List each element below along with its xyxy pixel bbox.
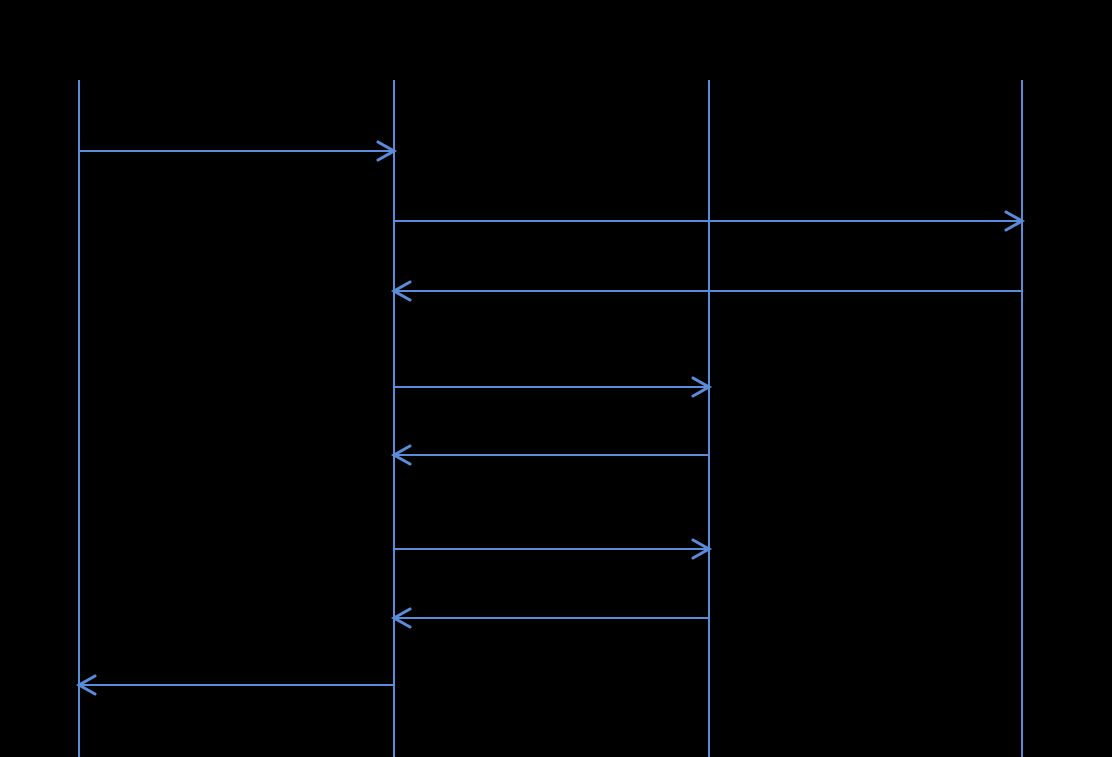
message-arrowhead-7 (390, 607, 412, 629)
message-arrowhead-4 (691, 376, 713, 398)
message-6 (394, 538, 713, 560)
message-3 (390, 280, 1022, 302)
message-5 (390, 444, 709, 466)
message-arrowhead-5 (390, 444, 412, 466)
message-arrowhead-1 (376, 140, 398, 162)
message-7 (390, 607, 709, 629)
message-arrowhead-8 (75, 674, 97, 696)
message-4 (394, 376, 713, 398)
lifelines-group (77, 80, 1024, 757)
message-arrowhead-3 (390, 280, 412, 302)
message-8 (75, 674, 394, 696)
message-2 (394, 210, 1026, 232)
message-arrowhead-6 (691, 538, 713, 560)
messages-group (75, 140, 1026, 696)
message-arrowhead-2 (1004, 210, 1026, 232)
message-1 (79, 140, 398, 162)
